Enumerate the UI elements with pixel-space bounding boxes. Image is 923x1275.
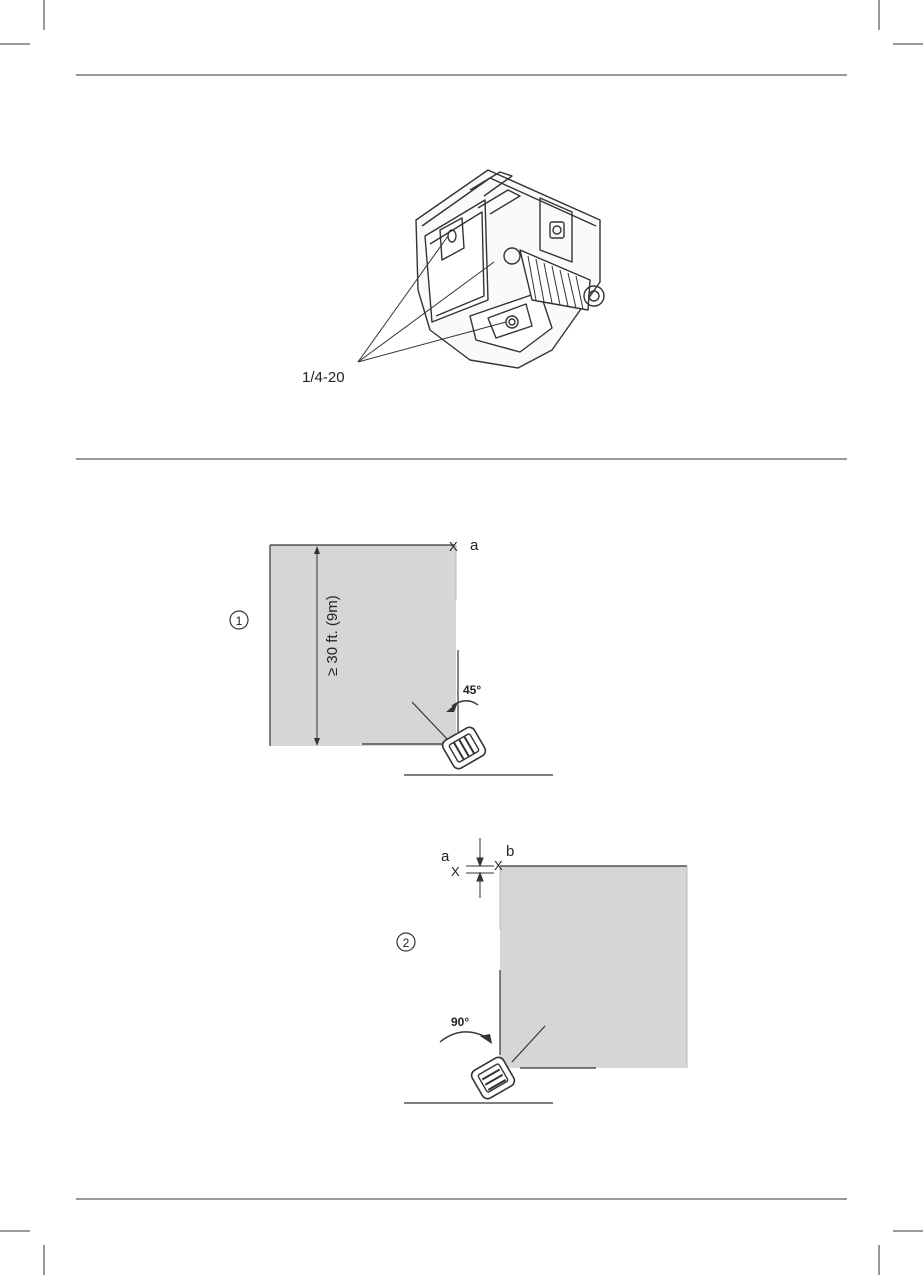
step1-number: 1 [236, 614, 243, 628]
angle-label-90: 90° [451, 1015, 469, 1029]
laser-plane-45 [270, 545, 456, 746]
mark-letter-a: a [470, 537, 479, 554]
rotation-arrow-90 [440, 1032, 488, 1042]
mark-x-a: X [449, 539, 458, 554]
mark-letter-a-2: a [441, 848, 450, 865]
deviation-gap-indicator [466, 838, 494, 898]
mark-x-a-2: X [451, 864, 460, 879]
mark-letter-b: b [506, 843, 514, 860]
distance-label: ≥ 30 ft. (9m) [324, 595, 341, 676]
step2-number: 2 [403, 936, 410, 950]
angle-label-45: 45° [463, 683, 481, 697]
step2-diagram: 2 a X X b 90° [397, 838, 687, 1103]
mark-x-b: X [494, 858, 503, 873]
laser-plane-90 [500, 866, 687, 1068]
thread-size-label: 1/4-20 [302, 369, 345, 386]
step1-diagram: ≥ 30 ft. (9m) 1 X a 45° [230, 537, 553, 775]
